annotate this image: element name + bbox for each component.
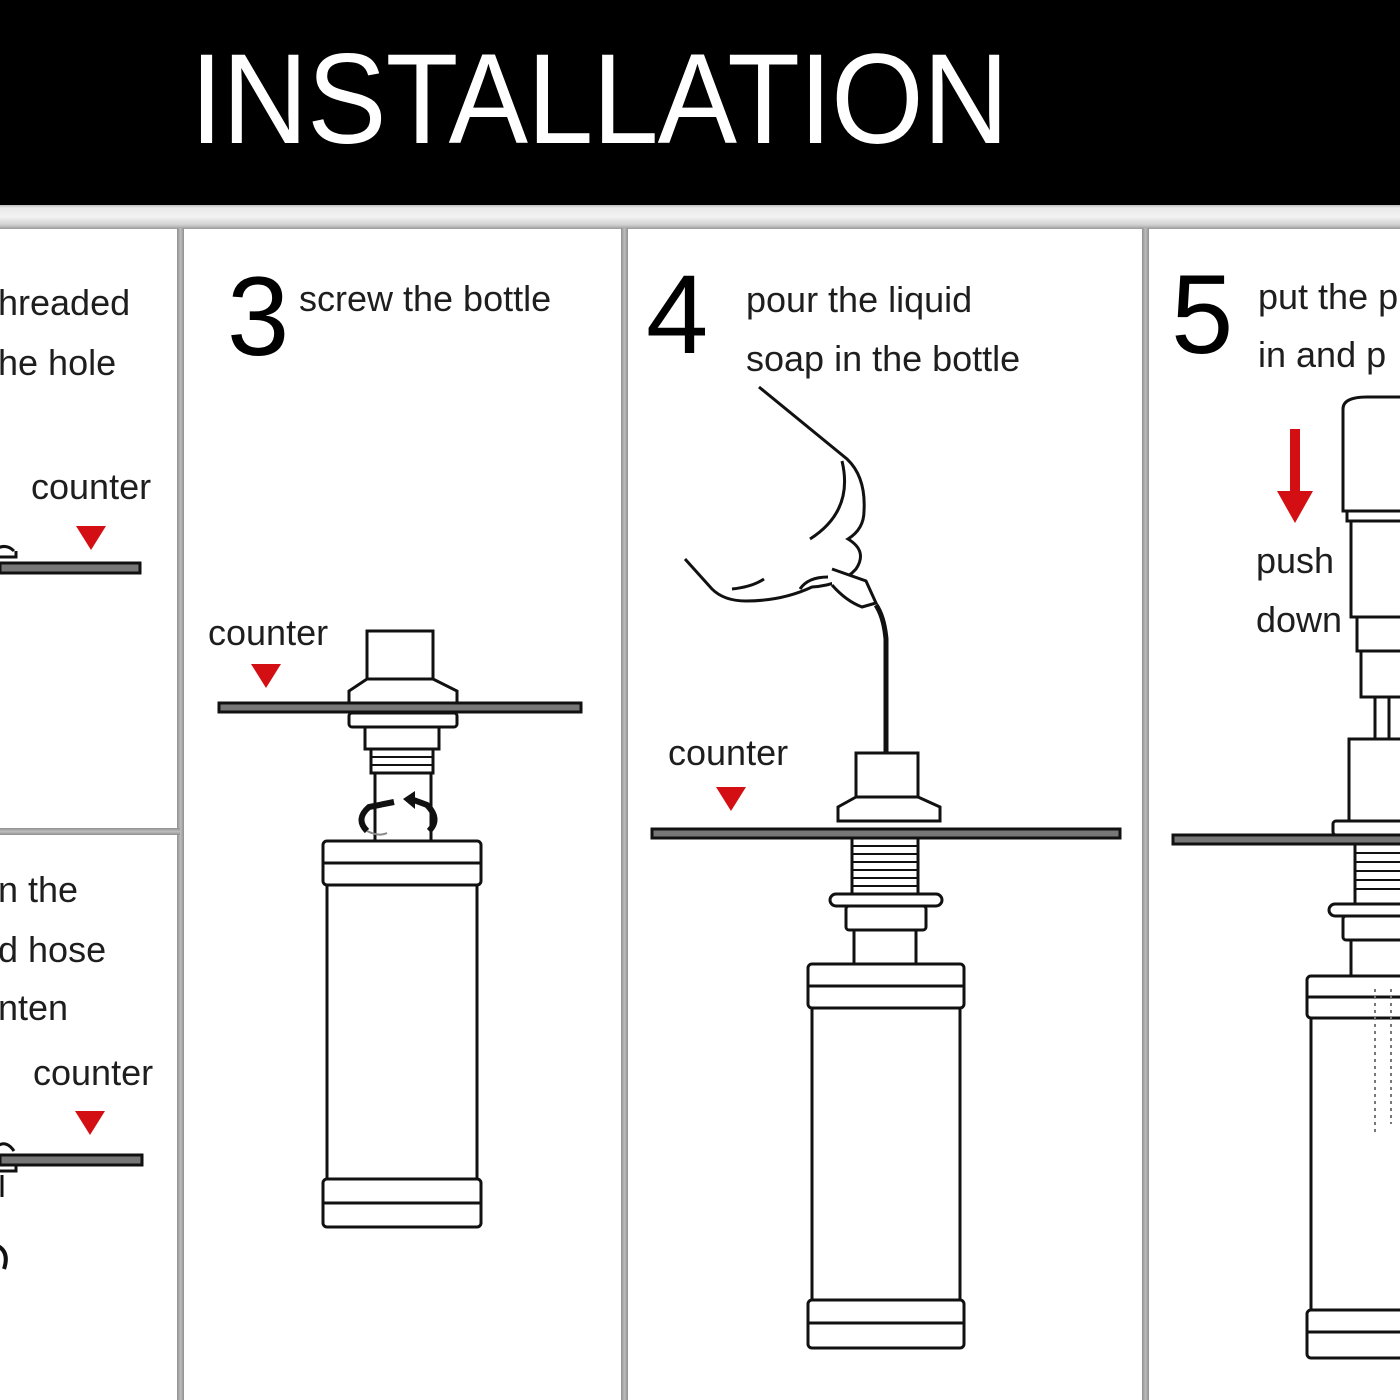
counter-label: counter xyxy=(33,1052,154,1093)
panel-step-2: n the d hose nten counter xyxy=(0,835,182,1400)
step-1-text-line-1: hreaded xyxy=(0,282,131,323)
step-number: 4 xyxy=(646,252,709,377)
step-1-text-line-2: he hole xyxy=(0,342,117,383)
panel-divider xyxy=(177,228,184,1400)
counter-label: counter xyxy=(208,612,329,653)
panel-divider xyxy=(1142,228,1149,1400)
red-down-triangle-icon xyxy=(76,526,106,550)
panel-step-3: 3 screw the bottle counter xyxy=(189,229,625,1400)
twist-arrows-icon xyxy=(358,791,438,836)
step-4-text-line-2: soap in the bottle xyxy=(746,338,1021,379)
countertop-icon xyxy=(0,544,142,575)
step-2-text-line-2: d hose xyxy=(0,929,107,970)
step-4-text-line-1: pour the liquid xyxy=(746,279,973,320)
step-number: 5 xyxy=(1171,252,1234,377)
step-2-text-line-1: n the xyxy=(0,869,79,910)
step-5-text-line-1: put the p xyxy=(1258,276,1399,317)
counter-label: counter xyxy=(31,466,152,507)
pouring-hand-illustration xyxy=(650,385,1122,1350)
header-banner: INSTALLATION xyxy=(0,0,1400,205)
countertop-with-fitting-icon xyxy=(0,1142,144,1270)
dispenser-screw-illustration xyxy=(217,629,583,1229)
step-number: 3 xyxy=(227,254,290,379)
counter-label: counter xyxy=(668,732,789,773)
panel-step-5: 5 put the p in and p push down xyxy=(1153,229,1400,1400)
push-label: push xyxy=(1256,540,1335,581)
panel-divider xyxy=(621,228,628,1400)
panel-divider-horizontal xyxy=(0,828,180,835)
header-rail xyxy=(0,205,1400,229)
panel-step-1: hreaded he hole counter xyxy=(0,229,182,829)
step-5-text-line-2: in and p xyxy=(1258,334,1387,375)
red-down-arrow-icon xyxy=(1277,429,1313,523)
red-down-triangle-icon xyxy=(75,1111,105,1135)
panel-step-4: 4 pour the liquid soap in the bottle cou… xyxy=(632,229,1146,1400)
page-title: INSTALLATION xyxy=(190,28,1009,171)
red-down-triangle-icon xyxy=(251,664,281,688)
red-down-triangle-icon xyxy=(716,787,746,811)
down-label: down xyxy=(1256,599,1343,640)
step-2-text-line-3: nten xyxy=(0,987,69,1028)
pump-head-illustration xyxy=(1171,395,1400,1360)
step-3-text: screw the bottle xyxy=(299,278,552,319)
